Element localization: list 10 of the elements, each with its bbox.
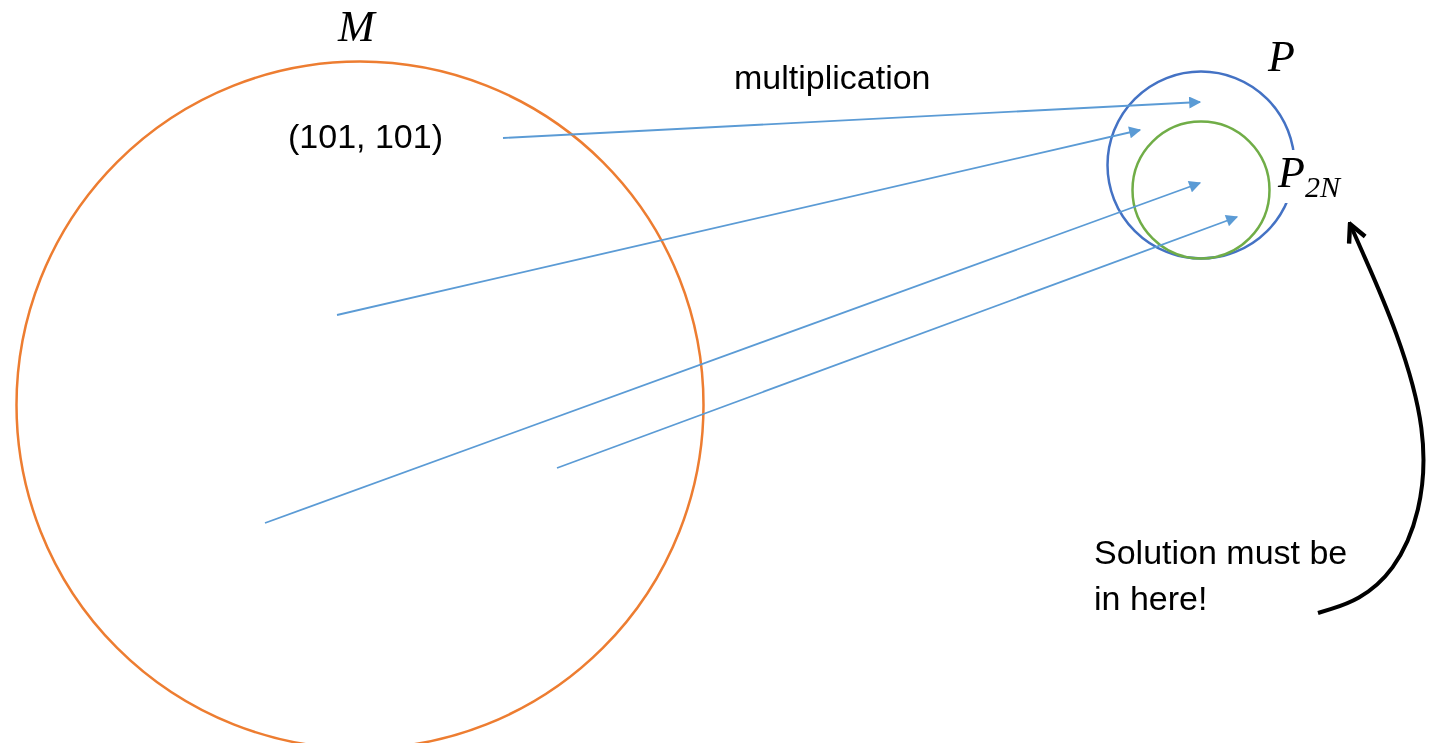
set-label: M bbox=[338, 4, 375, 51]
arrow bbox=[336, 126, 1142, 316]
arrow bbox=[1317, 221, 1426, 615]
arrow bbox=[264, 181, 1202, 524]
set-label: P bbox=[1268, 34, 1295, 81]
set-label: P$_{2N}$ bbox=[1278, 150, 1340, 203]
note-text: Solution must be in here! bbox=[1094, 532, 1349, 619]
arrow bbox=[556, 215, 1239, 469]
arrow bbox=[502, 96, 1202, 139]
pair-label: (101, 101) bbox=[288, 116, 443, 157]
